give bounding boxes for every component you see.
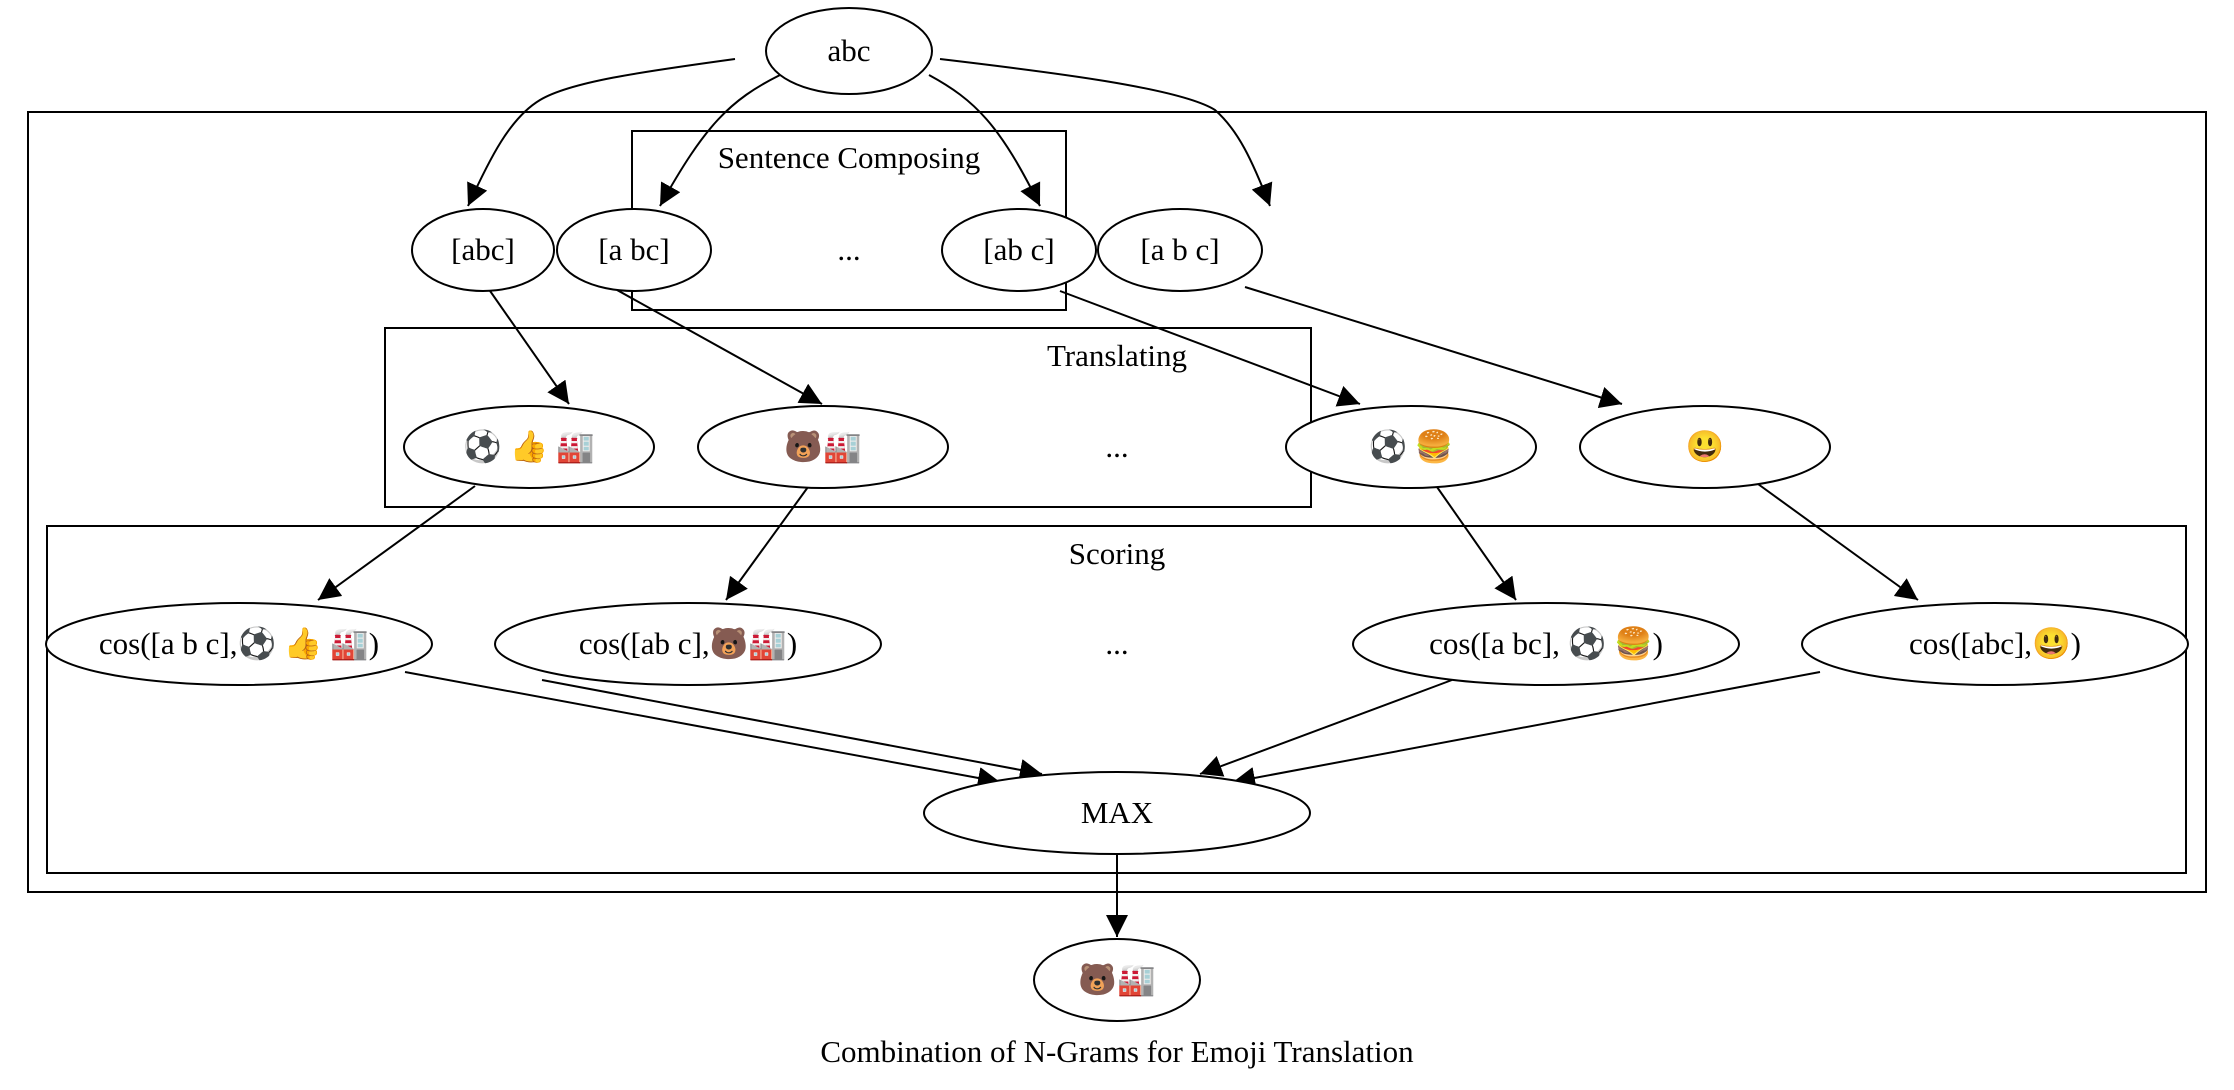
edge-trans3-score3	[1436, 486, 1517, 601]
node-score-3	[1352, 602, 1740, 686]
node-output-label: 🐻🏭	[1078, 960, 1155, 997]
edge-seg2-trans2	[616, 289, 823, 405]
node-seg-3-label: [ab c]	[983, 232, 1054, 267]
node-score-2	[494, 602, 882, 686]
edge-trans1-score1	[317, 485, 476, 601]
node-seg-4	[1097, 208, 1263, 292]
node-trans-2-label: 🐻🏭	[784, 427, 861, 464]
translating-cluster	[384, 327, 1312, 508]
node-output	[1033, 938, 1201, 1022]
edge-score2-max	[541, 679, 1043, 781]
node-input	[765, 7, 933, 95]
node-seg-1	[411, 208, 555, 292]
node-max-label: MAX	[1081, 795, 1153, 830]
sentence-composing-label: Sentence Composing	[718, 140, 981, 175]
edge-trans2-score2	[725, 486, 809, 601]
edge-score4-max	[1232, 671, 1821, 789]
node-seg-2-label: [a bc]	[598, 232, 669, 267]
seg-ellipsis: ...	[837, 232, 860, 267]
node-trans-3	[1285, 405, 1537, 489]
edge-seg1-trans1	[487, 287, 570, 405]
node-score-4-label: cos([abc],😃)	[1909, 626, 2081, 661]
node-input-label: abc	[827, 33, 870, 68]
node-seg-1-label: [abc]	[451, 232, 515, 267]
node-seg-3	[941, 208, 1097, 292]
scoring-label: Scoring	[1069, 536, 1165, 571]
diagram-caption: Combination of N-Grams for Emoji Transla…	[820, 1034, 1414, 1069]
node-score-2-label: cos([ab c],🐻🏭)	[579, 624, 797, 661]
edge-input-seg1	[467, 58, 736, 207]
node-trans-4-label: 😃	[1686, 429, 1725, 464]
node-trans-4	[1579, 405, 1831, 489]
node-seg-4-label: [a b c]	[1140, 232, 1219, 267]
node-score-1	[45, 602, 433, 686]
edge-seg3-trans3	[1059, 290, 1361, 407]
node-trans-3-label: ⚽ 🍔	[1368, 428, 1454, 464]
edge-input-seg4	[939, 58, 1273, 207]
node-score-4	[1801, 602, 2189, 686]
node-trans-1	[403, 405, 655, 489]
edge-trans4-score4	[1757, 483, 1919, 601]
edge-input-seg3	[928, 74, 1041, 207]
edge-score1-max	[404, 671, 1001, 789]
node-trans-1-label: ⚽ 👍 🏭	[462, 428, 594, 464]
node-trans-2	[697, 405, 949, 489]
edge-input-seg2	[659, 74, 781, 207]
edge-score3-max	[1199, 679, 1453, 777]
score-ellipsis: ...	[1105, 626, 1128, 661]
node-seg-2	[556, 208, 712, 292]
edge-seg4-trans4	[1244, 286, 1623, 408]
node-score-3-label: cos([a bc], ⚽ 🍔)	[1429, 625, 1663, 661]
translating-label: Translating	[1047, 338, 1187, 373]
node-max	[923, 771, 1311, 855]
trans-ellipsis: ...	[1105, 429, 1128, 464]
node-score-1-label: cos([a b c],⚽ 👍 🏭)	[99, 625, 379, 661]
